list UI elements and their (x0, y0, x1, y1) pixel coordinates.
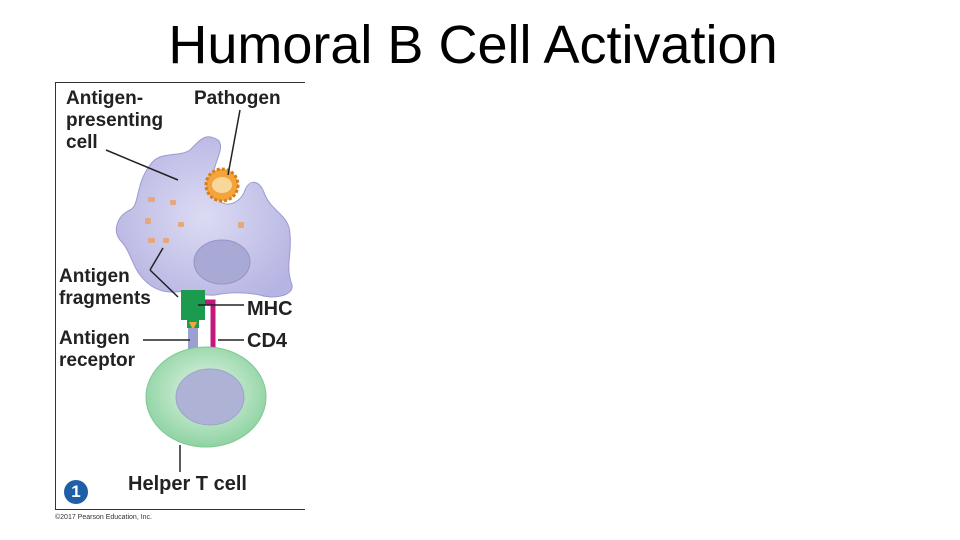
pathogen-illustration (204, 167, 240, 203)
label-antigen-fragments: Antigen fragments (59, 266, 151, 309)
step-number-badge: 1 (64, 480, 88, 504)
label-cd4: CD4 (247, 330, 288, 352)
copyright-notice: ©2017 Pearson Education, Inc. (55, 514, 152, 521)
slide-title: Humoral B Cell Activation (168, 15, 778, 75)
label-antigen-receptor: Antigen receptor (59, 328, 136, 371)
leader-lines (105, 109, 244, 472)
label-mhc: MHC (247, 298, 293, 320)
antigen-fragments (145, 197, 244, 243)
figure-panel (55, 82, 305, 510)
apc-nucleus (193, 239, 251, 285)
label-pathogen: Pathogen (194, 88, 281, 109)
cd4-molecule (205, 299, 216, 352)
helper-t-cell-nucleus (175, 368, 245, 426)
antigen-receptor (188, 328, 198, 352)
label-antigen-presenting-cell: Antigen- presenting cell (66, 88, 164, 153)
label-helper-t-cell: Helper T cell (128, 473, 247, 495)
